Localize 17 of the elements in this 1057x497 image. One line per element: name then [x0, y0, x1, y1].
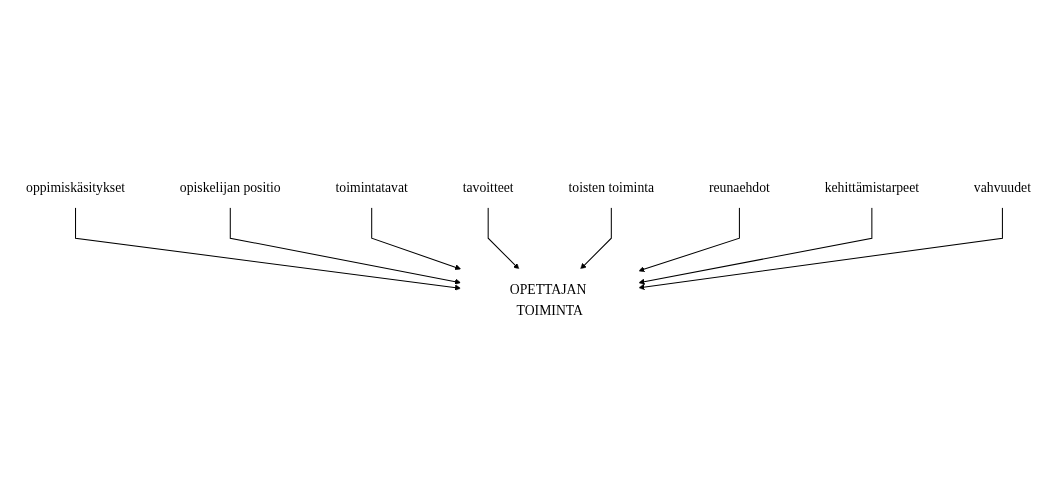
- node-text: reunaehdot: [708, 179, 770, 195]
- node-text: vahvuudet: [973, 179, 1031, 195]
- node-text: toisten toiminta: [568, 179, 655, 195]
- node-text: toimintatavat: [335, 179, 408, 195]
- arrow: [229, 206, 461, 285]
- arrow: [371, 206, 461, 271]
- arrow: [487, 206, 520, 270]
- node-text: oppimiskäsitykset: [26, 179, 126, 195]
- node-text: kehittämistarpeet: [824, 179, 920, 195]
- arrow: [75, 206, 461, 291]
- node-text: OPETTAJAN TOIMINTA: [509, 282, 587, 318]
- arrow: [638, 206, 740, 273]
- arrow: [580, 206, 612, 270]
- node-text: opiskelijan positio: [179, 179, 281, 195]
- node-text: tavoitteet: [462, 179, 514, 195]
- arrow: [638, 206, 1003, 290]
- arrow: [638, 206, 873, 285]
